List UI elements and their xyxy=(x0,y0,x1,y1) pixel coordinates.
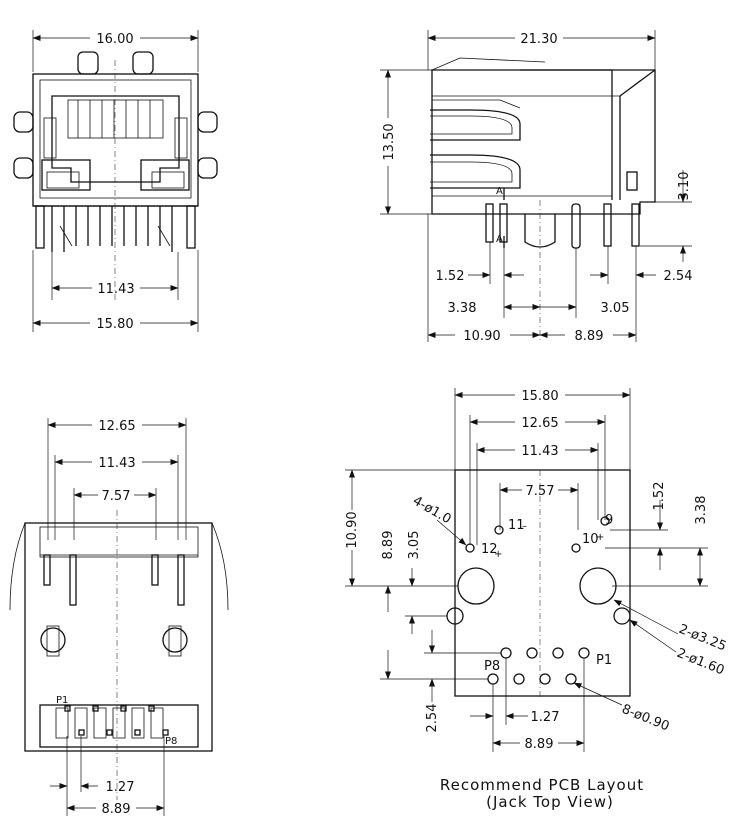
dim-pcb-305: 3.05 xyxy=(405,531,447,634)
label-dim-152: 1.52 xyxy=(436,269,465,284)
label-dim-305: 3.05 xyxy=(601,301,630,316)
dim-pcb-889h: 8.89 xyxy=(492,658,585,752)
bottom-view: 12.65 11.43 7.57 xyxy=(9,418,229,817)
svg-text:+: + xyxy=(596,532,604,543)
dim-bottom-1265: 12.65 xyxy=(47,418,187,540)
label-overall-width: 16.00 xyxy=(96,32,133,47)
dim-bottom-127: 1.27 xyxy=(50,736,134,795)
dim-pcb-1090: 10.90 xyxy=(345,469,458,587)
label-8-phi090: 8-ø0.90 xyxy=(620,702,672,735)
svg-text:–: – xyxy=(522,521,527,532)
dim-side-pin-spacing: 1.52 2.54 xyxy=(436,242,693,284)
label-pin9: 9 xyxy=(605,513,613,528)
label-pin10: 10 xyxy=(582,532,599,547)
dim-pin-span-outer: 15.80 xyxy=(32,250,199,332)
pcb-holes-phi160 xyxy=(446,607,631,625)
label-bottom-127: 1.27 xyxy=(106,780,135,795)
dim-height: 13.50 xyxy=(380,69,432,215)
label-bottom-p8: P8 xyxy=(165,736,177,747)
side-pins xyxy=(485,200,640,340)
label-pcb-127: 1.27 xyxy=(531,710,560,725)
dim-center-offsets: 3.38 3.05 xyxy=(448,248,630,318)
label-bottom-1143: 11.43 xyxy=(98,456,135,471)
label-height: 13.50 xyxy=(382,123,397,160)
label-bottom-1265: 12.65 xyxy=(98,419,135,434)
front-view: 16.00 xyxy=(13,30,218,332)
dim-pcb-1265: 12.65 xyxy=(469,415,606,545)
label-pcb-889h: 8.89 xyxy=(525,737,554,752)
dim-bottom-889: 8.89 xyxy=(66,736,165,817)
dim-bottom-1143: 11.43 xyxy=(54,455,179,540)
dim-pcb-338: 3.38 xyxy=(612,496,709,587)
label-pin-span-outer: 15.80 xyxy=(96,317,133,332)
label-pcb-305: 3.05 xyxy=(407,531,422,560)
dim-pcb-757: 7.57 xyxy=(499,483,579,530)
front-pins xyxy=(35,205,196,252)
label-pcb-1090: 10.90 xyxy=(345,511,360,548)
label-4-phi10: 4-ø1.0 xyxy=(410,493,454,527)
label-pin11: 11 xyxy=(508,518,525,533)
label-pcb-p1: P1 xyxy=(596,653,612,668)
label-pcb-254: 2.54 xyxy=(425,704,440,733)
label-dim-338: 3.38 xyxy=(448,301,477,316)
label-bottom-889: 8.89 xyxy=(102,802,131,817)
label-pin12: 12 xyxy=(481,542,498,557)
pcb-holes-phi10 xyxy=(465,516,610,553)
label-pcb-p8: P8 xyxy=(484,659,500,674)
pcb-layout: 15.80 12.65 11.43 7.57 xyxy=(345,388,728,811)
dim-pcb-889v: 8.89 xyxy=(380,531,488,680)
section-mark-a-top: A xyxy=(496,186,503,197)
label-dim-889: 8.89 xyxy=(575,329,604,344)
label-pcb-338: 3.38 xyxy=(694,496,709,525)
label-pcb-152: 1.52 xyxy=(652,482,667,511)
front-contacts xyxy=(67,99,164,139)
dim-length: 21.30 xyxy=(427,30,656,70)
dim-pcb-152: 1.52 xyxy=(605,482,668,570)
pcb-holes-phi090 xyxy=(487,647,590,685)
dim-pcb-1580: 15.80 xyxy=(454,388,631,470)
caption-line-2: (Jack Top View) xyxy=(486,793,614,811)
section-mark-a-bottom: A xyxy=(496,234,503,245)
label-post-height: 3.10 xyxy=(677,172,692,201)
dim-pcb-254: 2.54 xyxy=(424,630,501,732)
label-pcb-1143: 11.43 xyxy=(521,444,558,459)
dim-pcb-1143: 11.43 xyxy=(476,443,599,545)
label-bottom-757: 7.57 xyxy=(102,489,131,504)
bottom-contacts xyxy=(55,705,169,739)
label-pin-span-inner: 11.43 xyxy=(97,282,134,297)
label-dim-254: 2.54 xyxy=(664,269,693,284)
dim-post-height: 3.10 xyxy=(640,170,692,262)
label-pcb-889v: 8.89 xyxy=(381,531,396,560)
label-bottom-p1: P1 xyxy=(56,695,68,706)
label-dim-1090: 10.90 xyxy=(463,329,500,344)
label-pcb-1265: 12.65 xyxy=(521,416,558,431)
dim-overall-width: 16.00 xyxy=(32,30,199,72)
dim-pin-span-inner: 11.43 xyxy=(51,252,179,300)
dim-bottom-757: 7.57 xyxy=(73,488,157,540)
label-pcb-757: 7.57 xyxy=(526,484,555,499)
svg-text:+: + xyxy=(494,549,502,560)
side-view: 21.30 13.50 xyxy=(380,30,692,344)
caption-line-1: Recommend PCB Layout xyxy=(440,776,644,794)
label-length: 21.30 xyxy=(520,32,557,47)
dim-pcb-127: 1.27 xyxy=(470,658,559,725)
label-pcb-1580: 15.80 xyxy=(521,389,558,404)
dim-center-to-ends: 10.90 8.89 xyxy=(427,214,637,344)
pcb-holes-phi325 xyxy=(457,567,617,605)
